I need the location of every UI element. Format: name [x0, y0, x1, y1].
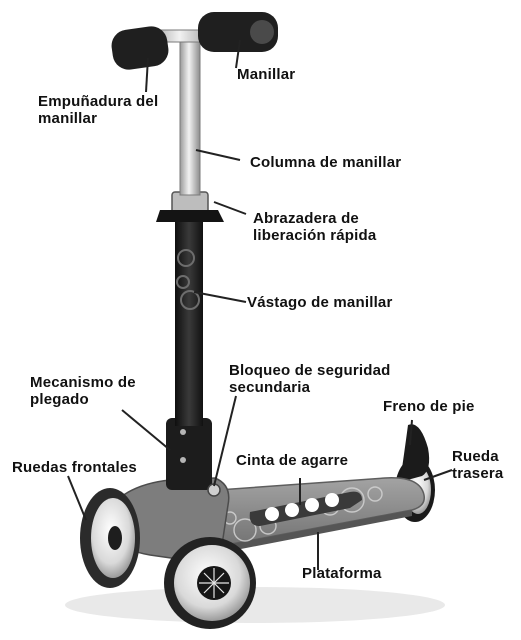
label-ruedas-frontales: Ruedas frontales — [12, 459, 137, 476]
label-bloqueo: Bloqueo de seguridad secundaria — [229, 362, 391, 396]
handlebar-column — [179, 39, 201, 196]
leader-lines — [67, 39, 453, 570]
quick-release-clamp — [156, 191, 224, 222]
label-abrazadera: Abrazadera de liberación rápida — [253, 210, 377, 244]
label-vastago: Vástago de manillar — [247, 294, 393, 311]
front-wheel-right — [164, 537, 256, 629]
foot-brake — [400, 424, 430, 482]
label-columna: Columna de manillar — [250, 154, 402, 171]
handlebar-grip-right — [198, 12, 278, 52]
folding-mechanism — [166, 418, 212, 490]
label-mecanismo: Mecanismo de plegado — [30, 374, 136, 408]
label-rueda-trasera: Rueda trasera — [452, 448, 504, 482]
ground-shadow — [65, 587, 445, 623]
label-plataforma: Plataforma — [302, 565, 382, 582]
label-manillar: Manillar — [237, 66, 296, 83]
handlebar-stem — [175, 208, 203, 426]
label-cinta: Cinta de agarre — [236, 452, 349, 469]
front-wheel-left — [80, 488, 140, 588]
label-freno: Freno de pie — [383, 398, 475, 415]
handlebar-grip-left — [111, 26, 169, 70]
label-empunadura: Empuñadura del manillar — [38, 93, 159, 127]
